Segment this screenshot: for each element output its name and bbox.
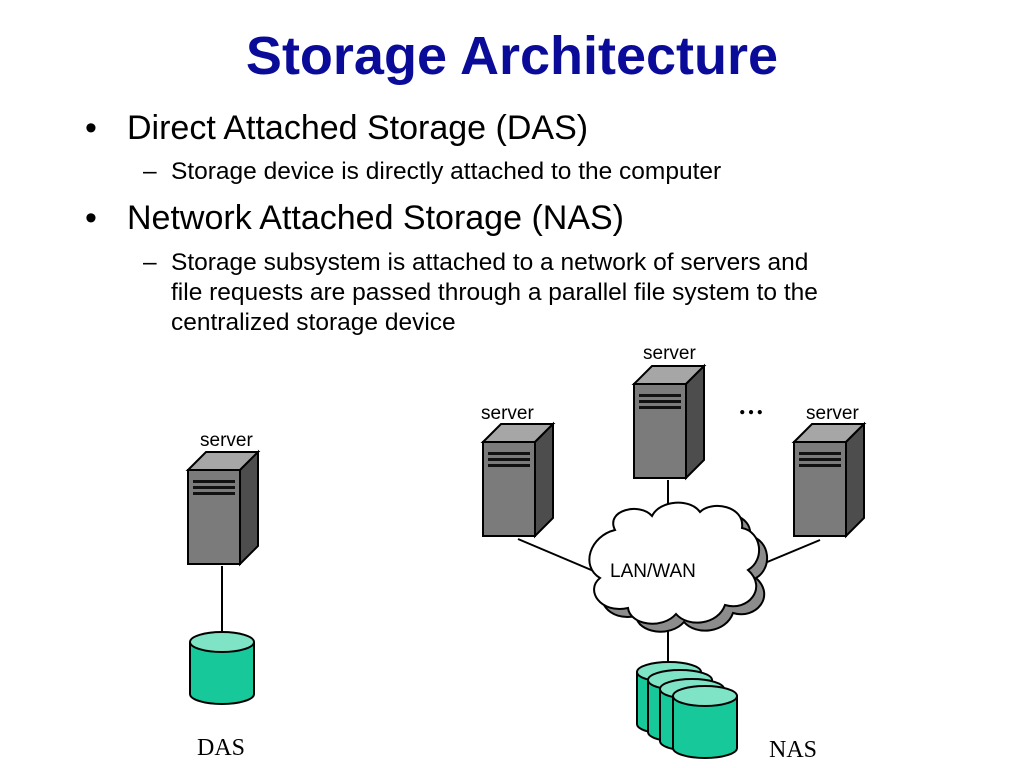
bullet-marker: •	[85, 109, 97, 147]
network-label: LAN/WAN	[610, 561, 696, 582]
bullet-marker: •	[85, 199, 97, 237]
nas-server-left-icon	[482, 423, 554, 537]
sub-bullet-line-3: centralized storage device	[171, 309, 456, 336]
nas-server-right-icon	[793, 423, 865, 537]
nas-server-label-right: server	[806, 403, 859, 424]
das-server-icon	[187, 451, 259, 565]
sub-bullet-text: Storage device is directly attached to t…	[171, 158, 722, 185]
sub-bullet-line-1: Storage subsystem is attached to a netwo…	[171, 249, 809, 276]
das-server-label: server	[200, 430, 253, 451]
nas-server-center-icon	[633, 365, 705, 479]
sub-bullet-marker: –	[143, 249, 157, 276]
bullet-text: Direct Attached Storage (DAS)	[127, 109, 589, 147]
nas-storage-array-icon	[636, 661, 738, 759]
nas-link-left	[517, 538, 597, 573]
das-caption: DAS	[197, 735, 245, 761]
ellipsis-text: …	[738, 391, 764, 420]
bullet-text: Network Attached Storage (NAS)	[127, 199, 625, 237]
sub-bullet-line-2: file requests are passed through a paral…	[171, 279, 818, 306]
slide-title: Storage Architecture	[245, 26, 779, 86]
nas-server-label-center: server	[643, 343, 696, 364]
das-disk-icon	[189, 631, 255, 705]
nas-server-label-left: server	[481, 403, 534, 424]
sub-bullet-marker: –	[143, 158, 157, 185]
nas-caption: NAS	[769, 737, 817, 763]
